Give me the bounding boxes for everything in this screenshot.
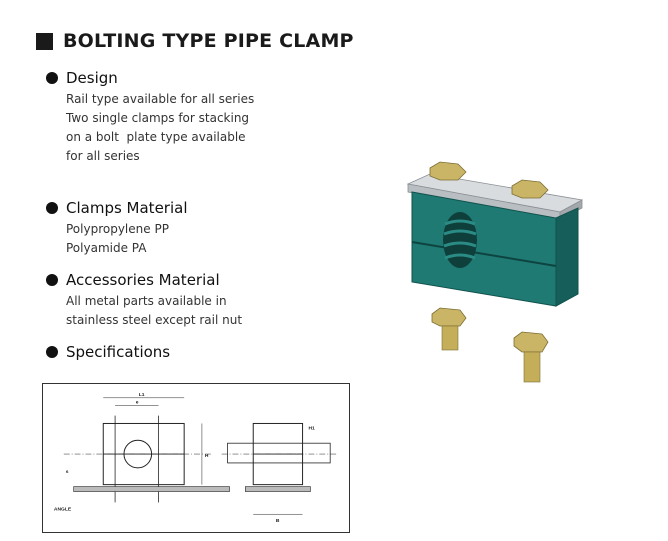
clamps-line: Polypropylene PP <box>66 222 169 236</box>
label-e: e <box>136 401 139 406</box>
bullet-icon <box>46 72 58 84</box>
accessories-line: stainless steel except rail nut <box>66 313 243 327</box>
clamps-line: Polyamide PA <box>66 241 147 255</box>
page-title: BOLTING TYPE PIPE CLAMP <box>63 30 354 52</box>
label-h: H <box>205 453 209 459</box>
label-s: s <box>66 470 69 475</box>
design-line: Rail type available for all series <box>66 92 255 106</box>
bullet-icon <box>46 274 58 286</box>
label-h1: H1 <box>308 425 315 431</box>
accessories-lines: All metal parts available in stainless s… <box>66 292 242 330</box>
clamps-heading-row: Clamps Material <box>46 198 188 218</box>
clamps-lines: Polypropylene PP Polyamide PA <box>66 220 188 258</box>
specifications-heading-row: Specifications <box>46 342 170 362</box>
bore-ribs <box>443 219 477 260</box>
accessories-material-section: Accessories Material All metal parts ava… <box>46 270 242 330</box>
page-title-block: BOLTING TYPE PIPE CLAMP <box>36 30 354 52</box>
label-l1: L1 <box>139 392 145 398</box>
pipe-clamp-photo <box>406 161 584 383</box>
design-line: on a bolt plate type available <box>66 130 246 144</box>
design-heading: Design <box>66 69 118 87</box>
top-nut-left <box>429 161 467 181</box>
pipe-side <box>227 442 331 464</box>
accessories-heading-row: Accessories Material <box>46 270 242 290</box>
accessories-line: All metal parts available in <box>66 294 227 308</box>
bullet-icon <box>46 346 58 358</box>
design-heading-row: Design <box>46 68 254 88</box>
bolt-thread-right <box>523 351 541 383</box>
specifications-heading: Specifications <box>66 343 171 361</box>
angle-rail <box>73 486 230 492</box>
top-nut-right <box>511 179 549 199</box>
accessories-heading: Accessories Material <box>66 271 220 289</box>
bolt-thread-left <box>441 325 459 351</box>
bottom-nut-right <box>513 331 549 353</box>
bullet-icon <box>46 202 58 214</box>
pipe-bore <box>443 212 477 268</box>
specification-drawing: L1 e H s ANGLE B H1 <box>42 383 350 533</box>
label-b: B <box>276 518 280 524</box>
side-rail <box>245 486 311 492</box>
design-lines: Rail type available for all series Two s… <box>66 90 254 166</box>
label-angle: ANGLE <box>54 506 72 512</box>
clamps-heading: Clamps Material <box>66 199 188 217</box>
clamps-material-section: Clamps Material Polypropylene PP Polyami… <box>46 198 188 258</box>
design-line: Two single clamps for stacking <box>66 111 250 125</box>
specifications-section: Specifications <box>46 342 170 362</box>
design-line: for all series <box>66 149 140 163</box>
title-square-icon <box>36 32 53 50</box>
design-section: Design Rail type available for all serie… <box>46 68 254 166</box>
clamp-body-side <box>555 207 579 307</box>
clamp-seam <box>411 241 557 267</box>
bottom-nut-left <box>431 307 467 327</box>
